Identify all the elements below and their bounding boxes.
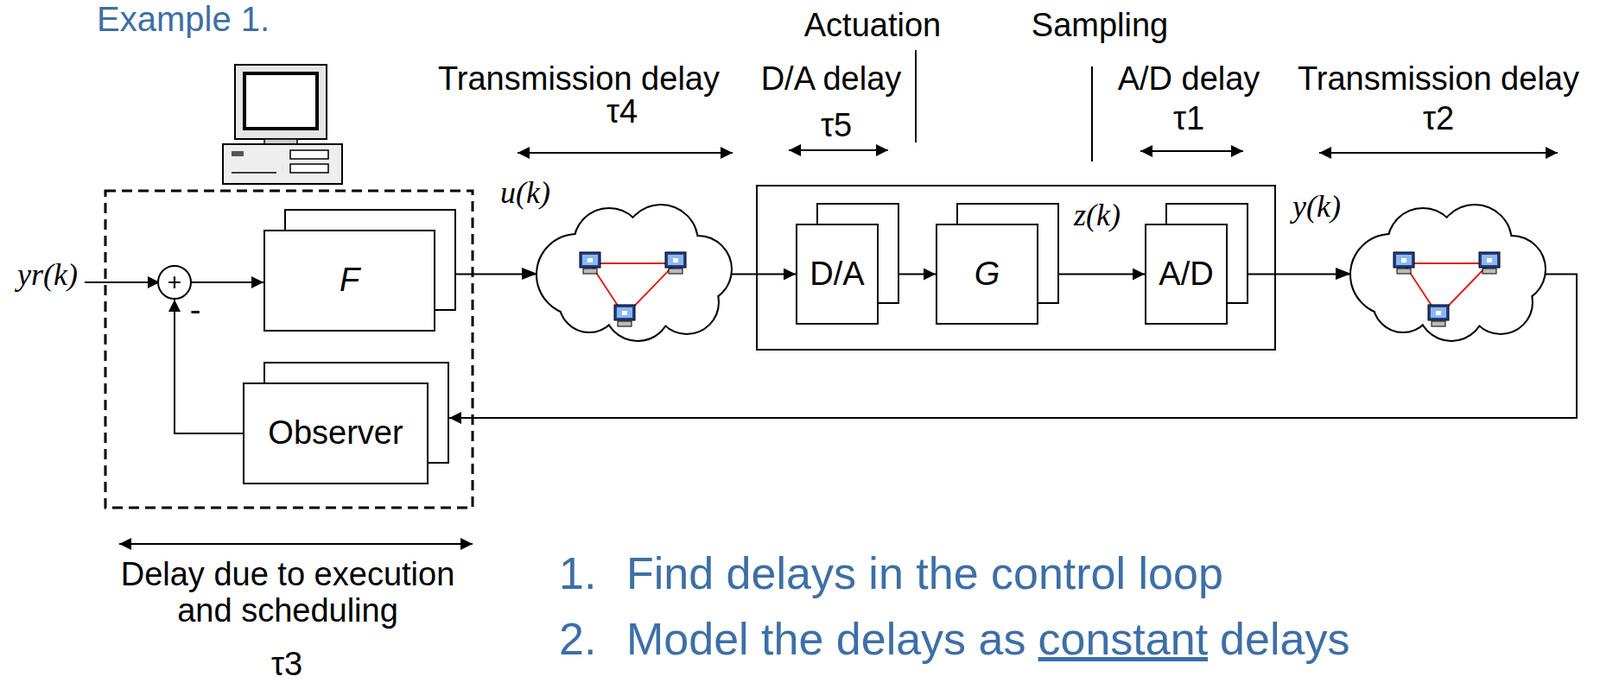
network-cloud [537, 205, 731, 341]
case-line [231, 171, 277, 174]
signal-label: yr(k) [17, 258, 78, 293]
signal-wire [174, 299, 243, 434]
sampling-marker [1091, 66, 1093, 162]
drive-slot [290, 150, 329, 159]
signal-wire [1038, 273, 1145, 276]
drive-slot [290, 164, 329, 173]
block-label: F [339, 262, 360, 299]
reference-wire [84, 281, 160, 284]
computer-icon [222, 64, 343, 185]
sign-label: - [190, 292, 202, 330]
list-item: Find delays in the control loop [626, 548, 1224, 601]
network-cloud [1351, 205, 1545, 341]
summing-junction: + [157, 265, 192, 300]
delay-span [1319, 152, 1558, 154]
monitor-case [234, 64, 327, 140]
observer-block: Observer [242, 382, 429, 485]
controller-boundary [105, 190, 473, 508]
list-item: delays [1219, 614, 1350, 667]
signal-label: y(k) [1292, 190, 1341, 225]
signal-label: z(k) [1073, 198, 1121, 234]
arrowhead [521, 267, 538, 280]
block-label: G [974, 256, 1001, 293]
signal-label: u(k) [500, 176, 551, 211]
plant-block: G [935, 223, 1039, 325]
list-item: constant [1038, 614, 1209, 667]
list-number: 1. [558, 548, 597, 601]
event-label: Actuation [804, 7, 941, 45]
converter-block: D/A [795, 223, 879, 325]
block-label: Observer [267, 415, 403, 452]
controller-block: F [263, 229, 436, 332]
list-item: Model the delays as [626, 614, 1027, 667]
block-label: D/A [809, 256, 864, 293]
delay-span [517, 152, 733, 154]
delay-label: Transmission delay [438, 61, 720, 98]
delay-span [788, 149, 889, 152]
block-label: A/D [1158, 256, 1213, 293]
delay-symbol: τ3 [271, 647, 303, 684]
delay-symbol: τ5 [820, 107, 852, 145]
delay-label: Delay due to execution and scheduling [106, 557, 470, 630]
monitor-screen [244, 73, 318, 129]
list-number: 2. [558, 614, 597, 667]
block-label: + [167, 270, 182, 295]
arrowhead [1335, 267, 1352, 280]
event-label: Sampling [1031, 7, 1169, 45]
delay-span [119, 543, 473, 546]
signal-wire [878, 273, 936, 276]
delay-label: D/A delay [761, 61, 902, 98]
delay-label: Transmission delay [1297, 61, 1580, 98]
slide-title: Example 1. [96, 0, 270, 39]
converter-block: A/D [1144, 223, 1228, 325]
plant-boundary [756, 185, 1276, 350]
delay-symbol: τ4 [606, 94, 638, 131]
delay-symbol: τ1 [1173, 101, 1205, 138]
computer-led [231, 151, 244, 157]
computer-case [222, 144, 343, 185]
delay-label: A/D delay [1117, 61, 1261, 98]
delay-symbol: τ2 [1422, 101, 1454, 138]
actuation-marker [914, 50, 917, 143]
signal-wire [191, 281, 264, 284]
delay-span [1140, 150, 1244, 153]
